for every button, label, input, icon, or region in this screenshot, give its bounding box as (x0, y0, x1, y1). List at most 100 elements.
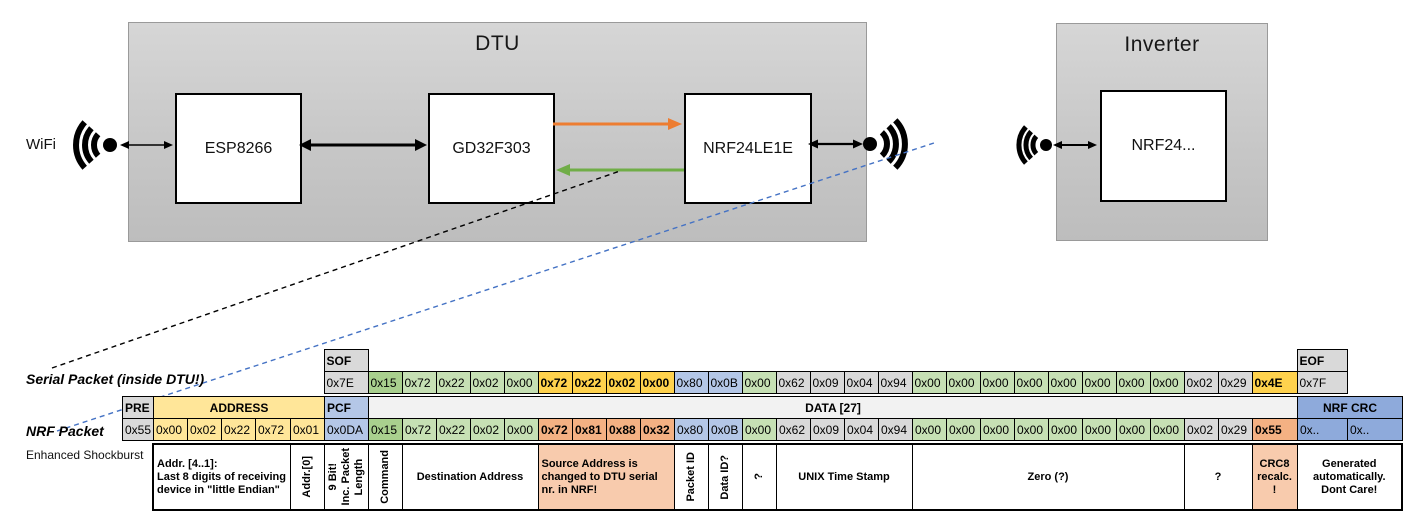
annotation-cell: Source Address is changed to DTU serial … (537, 443, 675, 511)
spacer (1347, 350, 1402, 372)
annotation-cell: ? (1183, 443, 1253, 511)
serial-byte-cell: 0x02 (1183, 371, 1219, 394)
inverter-title: Inverter (1124, 33, 1200, 56)
address-byte-cell: 0x72 (255, 418, 291, 441)
wifi-label: WiFi (26, 136, 56, 153)
address-byte-cell: 0x00 (153, 418, 188, 441)
serial-byte-cell: 0x04 (843, 371, 879, 394)
annotation-cell: Destination Address (401, 443, 539, 511)
serial-byte-cell: 0x00 (1013, 371, 1049, 394)
nrf-byte-cell: 0x04 (844, 418, 879, 441)
serial-byte-cell: 0x00 (945, 371, 981, 394)
annotation-cell: ? (741, 443, 777, 511)
nrf-crc-byte-cell: 0x.. (1297, 418, 1348, 441)
serial-byte-cell: 0x02 (605, 371, 641, 394)
nrf-byte-cell: 0x00 (946, 418, 981, 441)
sof-header-cell: SOF (323, 349, 369, 372)
annotation-cell: Command (367, 443, 403, 511)
component-inverter-nrf24: NRF24... (1100, 90, 1227, 202)
nrf-byte-cell: 0x88 (606, 418, 641, 441)
serial-byte-cell: 0x00 (503, 371, 539, 394)
serial-byte-cell: 0x22 (571, 371, 607, 394)
serial-byte-cell: 0x72 (537, 371, 573, 394)
serial-byte-cell: 0x02 (469, 371, 505, 394)
nrf-byte-cell: 0x81 (572, 418, 607, 441)
annotation-cell: Packet ID (673, 443, 709, 511)
nrf-byte-cell: 0x22 (436, 418, 471, 441)
wifi-icon-inverter (1016, 125, 1052, 165)
nrf-byte-cell: 0x80 (674, 418, 709, 441)
nrf-byte-cell: 0x15 (368, 418, 403, 441)
nrf-byte-cell: 0x72 (538, 418, 573, 441)
annotation-cell: Generated automatically. Dont Care! (1296, 443, 1403, 511)
component-gd32f303-label: GD32F303 (452, 139, 531, 157)
nrf-byte-cell: 0x72 (402, 418, 437, 441)
pre-header-cell: PRE (122, 396, 154, 419)
nrf-byte-cell: 0x00 (1082, 418, 1117, 441)
nrf-byte-cell: 0x62 (776, 418, 811, 441)
annotation-cell: 9 Bit! Inc. Packet Length (323, 443, 369, 511)
nrf-packet-label: NRF Packet (26, 423, 104, 439)
data-header-cell: DATA [27] (368, 396, 1298, 419)
serial-byte-cell: 0x09 (809, 371, 845, 394)
nrf-byte-cell: 0x94 (878, 418, 913, 441)
address-header-cell: ADDRESS (153, 396, 325, 419)
pre-byte-cell: 0x55 (122, 418, 154, 441)
serial-packet-label: Serial Packet (inside DTU!) (26, 371, 205, 387)
nrf-byte-cell: 0x32 (640, 418, 675, 441)
nrf-byte-cell: 0x02 (470, 418, 505, 441)
annotation-cell: Data ID? (707, 443, 743, 511)
pcf-byte-cell: 0x0DA (324, 418, 369, 441)
serial-byte-cell: 0x00 (1047, 371, 1083, 394)
serial-byte-cell: 0x00 (911, 371, 947, 394)
sof-byte-cell: 0x7E (323, 371, 369, 394)
wifi-icon-dtu-right (863, 118, 908, 170)
nrf-byte-cell: 0x00 (1014, 418, 1049, 441)
address-byte-cell: 0x01 (290, 418, 325, 441)
address-byte-cell: 0x22 (221, 418, 256, 441)
serial-byte-cell: 0x00 (1081, 371, 1117, 394)
nrf-byte-cell: 0x00 (912, 418, 947, 441)
component-inverter-nrf24-label: NRF24... (1131, 137, 1196, 154)
nrf-byte-cell: 0x09 (810, 418, 845, 441)
spacer (368, 350, 1297, 372)
eof-byte-cell: 0x7F (1296, 371, 1348, 394)
nrf-crc-header-cell: NRF CRC (1297, 396, 1403, 419)
nrf-byte-cell: 0x00 (1048, 418, 1083, 441)
pcf-header-cell: PCF (324, 396, 369, 419)
nrf-byte-cell: 0x02 (1184, 418, 1219, 441)
address-byte-cell: 0x02 (187, 418, 222, 441)
component-nrf24le1e: NRF24LE1E (684, 93, 812, 204)
enhanced-shockburst-label: Enhanced Shockburst (26, 448, 144, 462)
nrf-byte-cell: 0x00 (1116, 418, 1151, 441)
annotation-cell: Zero (?) (911, 443, 1185, 511)
serial-byte-cell: 0x00 (741, 371, 777, 394)
nrf-byte-cell: 0x0B (708, 418, 743, 441)
serial-byte-cell: 0x72 (401, 371, 437, 394)
serial-byte-cell: 0x29 (1217, 371, 1253, 394)
annotation-cell: CRC8 recalc. ! (1251, 443, 1298, 511)
annotation-table: Addr. [4..1]: Last 8 digits of receiving… (122, 443, 1403, 511)
annotation-cell: UNIX Time Stamp (775, 443, 913, 511)
nrf-byte-cell: 0x00 (980, 418, 1015, 441)
wifi-icon-left (73, 120, 117, 170)
serial-byte-cell: 0x94 (877, 371, 913, 394)
component-esp8266: ESP8266 (175, 93, 302, 204)
serial-byte-cell: 0x15 (367, 371, 403, 394)
nrf-crc-byte-cell: 0x.. (1347, 418, 1403, 441)
spacer (122, 350, 324, 372)
component-esp8266-label: ESP8266 (204, 139, 273, 157)
serial-byte-cell: 0x0B (707, 371, 743, 394)
annotation-cell: Addr. [4..1]: Last 8 digits of receiving… (152, 443, 291, 511)
nrf-byte-cell: 0x55 (1252, 418, 1298, 441)
nrf-byte-cell: 0x00 (504, 418, 539, 441)
component-nrf24le1e-label: NRF24LE1E (703, 139, 793, 157)
serial-byte-cell: 0x62 (775, 371, 811, 394)
nrf-byte-cell: 0x29 (1218, 418, 1253, 441)
nrf-byte-cell: 0x00 (1150, 418, 1185, 441)
eof-header-cell: EOF (1296, 349, 1348, 372)
serial-byte-cell: 0x80 (673, 371, 709, 394)
